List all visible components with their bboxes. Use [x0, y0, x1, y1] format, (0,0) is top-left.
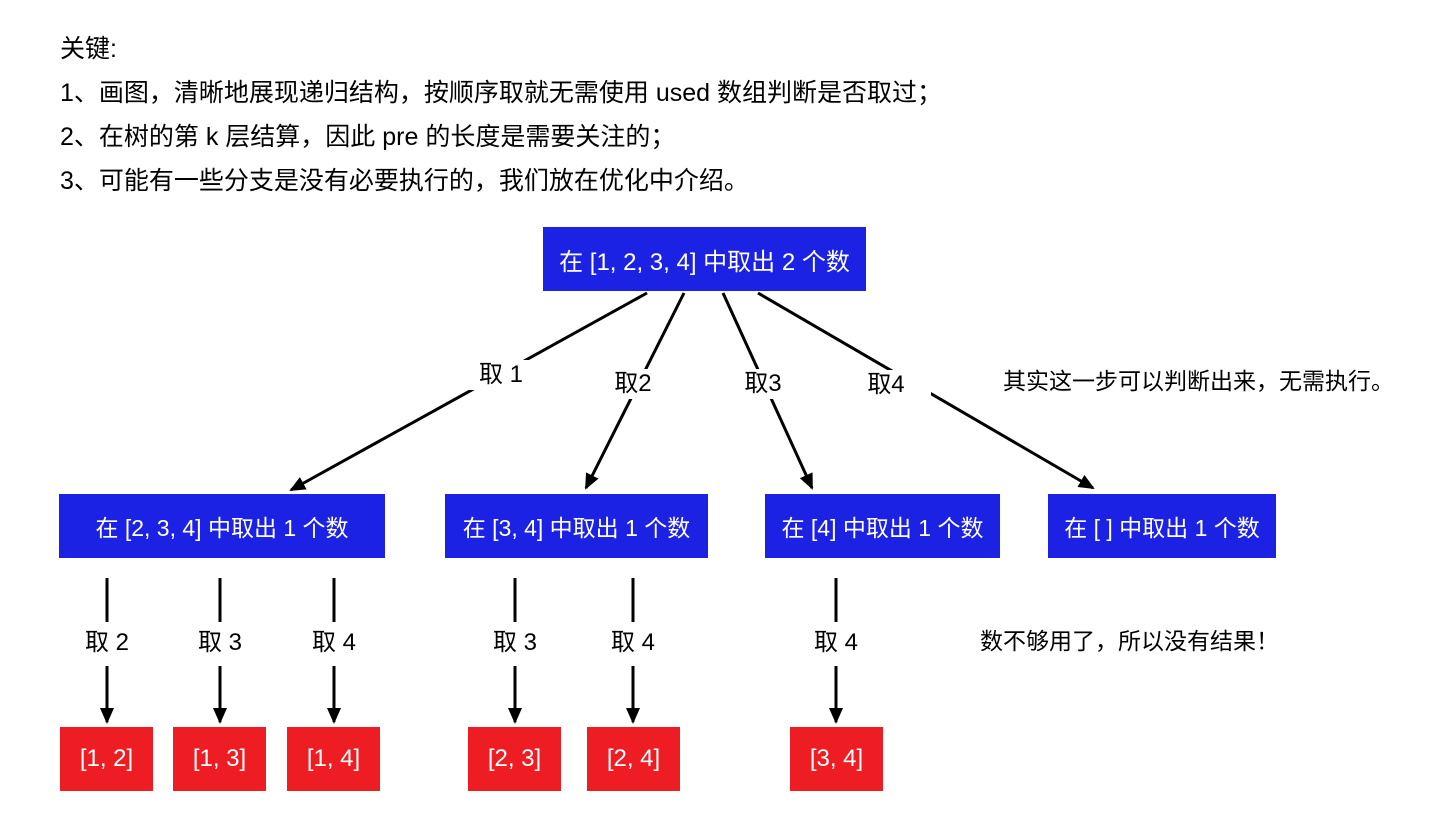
key-note-1: 1、画图，清晰地展现递归结构，按顺序取就无需使用 used 数组判断是否取过；: [60, 79, 943, 107]
annotation-no-result: 数不够用了，所以没有结果！: [980, 628, 1279, 654]
child-edge-arrows: [100, 666, 843, 724]
annotation-skip-branch: 其实这一步可以判断出来，无需执行。: [1003, 368, 1394, 394]
leaf-node-1-4: [1, 4]: [287, 727, 380, 791]
edge-label-take-2: 取2: [588, 369, 678, 399]
edge-label-take-3: 取3: [718, 369, 808, 399]
key-note-3: 3、可能有一些分支是没有必要执行的，我们放在优化中介绍。: [60, 167, 749, 195]
edge-label-take-4: 取4: [841, 370, 931, 400]
root-fan-edges: [289, 291, 1095, 492]
leaf-edge-label-24: 取 4: [588, 628, 678, 658]
leaf-edge-label-34: 取 4: [791, 628, 881, 658]
leaf-edge-label-13: 取 3: [175, 628, 265, 658]
leaf-node-2-4: [2, 4]: [587, 727, 680, 791]
leaf-edge-label-12: 取 2: [62, 628, 152, 658]
key-notes-title: 关键:: [60, 35, 117, 63]
leaf-edge-label-14: 取 4: [289, 628, 379, 658]
leaf-node-2-3: [2, 3]: [468, 727, 561, 791]
tree-node-34: 在 [3, 4] 中取出 1 个数: [445, 494, 708, 558]
leaf-node-3-4: [3, 4]: [790, 727, 883, 791]
tree-node-empty: 在 [ ] 中取出 1 个数: [1048, 494, 1276, 558]
tree-node-4: 在 [4] 中取出 1 个数: [765, 494, 1000, 558]
leaf-node-1-2: [1, 2]: [60, 727, 153, 791]
leaf-node-1-3: [1, 3]: [173, 727, 266, 791]
key-notes: 关键: 1、画图，清晰地展现递归结构，按顺序取就无需使用 used 数组判断是否…: [60, 27, 942, 203]
key-note-2: 2、在树的第 k 层结算，因此 pre 的长度是需要关注的；: [60, 123, 676, 151]
tree-root-node: 在 [1, 2, 3, 4] 中取出 2 个数: [543, 227, 866, 291]
tree-node-234: 在 [2, 3, 4] 中取出 1 个数: [59, 494, 385, 558]
leaf-edge-label-23: 取 3: [470, 628, 560, 658]
edge-label-take-1: 取 1: [456, 360, 546, 390]
child-edge-stubs: [105, 578, 838, 622]
